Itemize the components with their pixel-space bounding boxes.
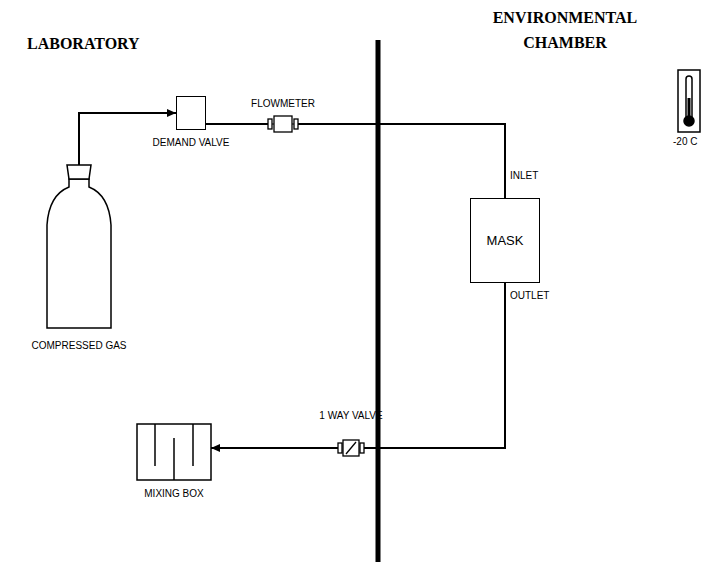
- gas-line: [298, 124, 505, 198]
- mask-box: MASK: [470, 198, 540, 283]
- node-label: COMPRESSED GAS: [31, 340, 126, 351]
- node-label: DEMAND VALVE: [153, 137, 230, 148]
- gas-cylinder-outline: [45, 165, 113, 330]
- section-heading: ENVIRONMENTAL CHAMBER: [470, 6, 660, 56]
- one-way-valve-outline: [338, 440, 364, 456]
- gas-line: [364, 283, 505, 448]
- flowmeter-symbol: FLOWMETER: [268, 116, 298, 132]
- node-label: 1 WAY VALVE: [319, 410, 382, 421]
- section-heading: LABORATORY: [27, 32, 140, 57]
- node-label: FLOWMETER: [251, 98, 315, 109]
- gas-cylinder: COMPRESSED GAS: [45, 165, 113, 330]
- flowmeter-symbol-outline: [268, 116, 298, 132]
- port-label: INLET: [510, 170, 538, 181]
- node-label: MIXING BOX: [144, 488, 203, 499]
- mixing-box-outline: [137, 424, 211, 480]
- mixing-box: MIXING BOX: [137, 424, 211, 480]
- temperature-label: -20 C: [673, 136, 697, 147]
- node-label: MASK: [471, 233, 539, 247]
- port-label: OUTLET: [510, 290, 549, 301]
- gas-line: [211, 447, 338, 449]
- gas-line: [206, 123, 268, 125]
- dividing-wall: [376, 40, 381, 562]
- demand-valve-box: DEMAND VALVE: [176, 96, 206, 130]
- thermometer: [678, 70, 700, 132]
- one-way-valve: 1 WAY VALVE: [338, 440, 364, 456]
